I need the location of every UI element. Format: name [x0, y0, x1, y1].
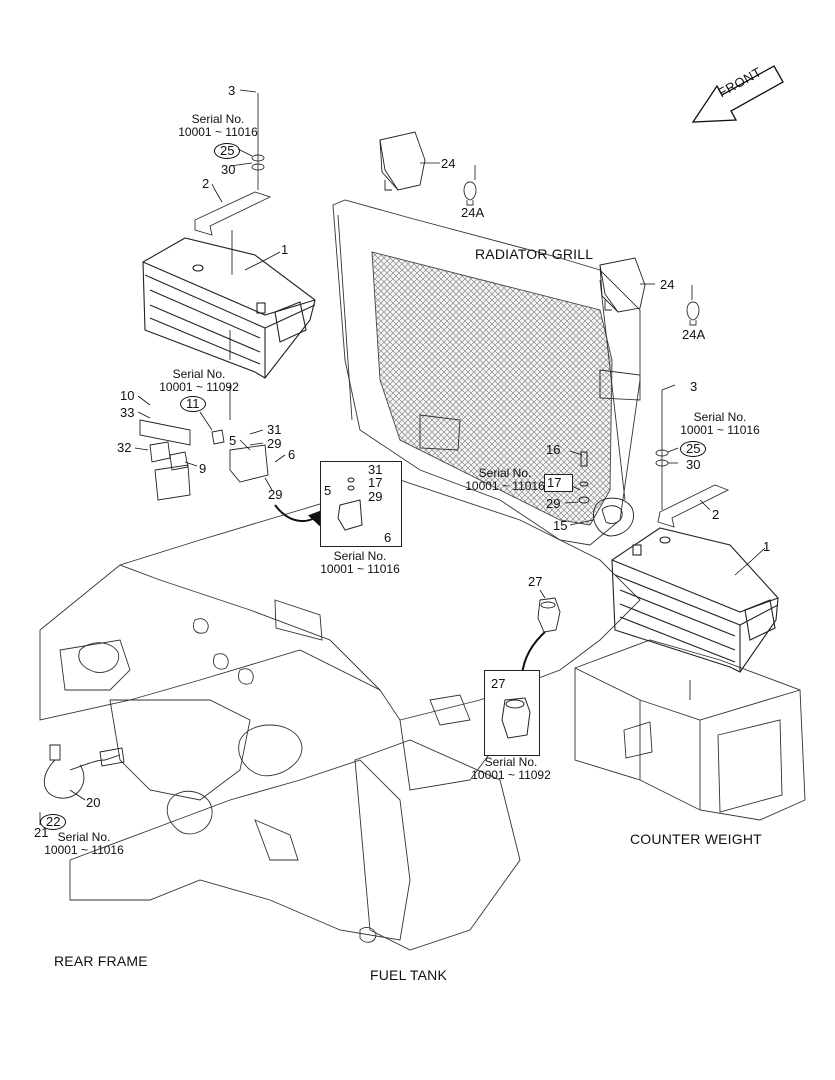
callout-24a-top: 24A: [461, 205, 485, 220]
callout-6-inset: 6: [384, 530, 392, 545]
serial-prefix: Serial No.: [172, 367, 226, 381]
callout-24-top: 24: [441, 156, 456, 171]
callout-21: 21: [34, 825, 49, 840]
relay-cluster: [139, 419, 269, 501]
callout-30-left: 30: [221, 162, 236, 177]
callout-32: 32: [117, 440, 132, 455]
callout-29-b: 29: [268, 487, 283, 502]
callout-29-a: 29: [267, 436, 282, 451]
switch-27: [537, 597, 561, 633]
serial-range: 10001 ~ 11016: [178, 125, 258, 139]
serial-range: 10001 ~ 11016: [320, 562, 400, 576]
callout-22: 22: [40, 814, 67, 830]
work-lamp-top: [379, 131, 426, 191]
serial-prefix: Serial No.: [478, 466, 532, 480]
area-label-counter-weight: COUNTER WEIGHT: [630, 831, 762, 847]
serial-note-3-left: Serial No. 10001 ~ 11016: [168, 113, 268, 139]
callout-11: 11: [180, 396, 206, 412]
harness-20: [43, 744, 125, 799]
callout-1-right: 1: [763, 539, 771, 554]
callout-24a-right: 24A: [682, 327, 706, 342]
callout-5: 5: [229, 433, 237, 448]
callout-33: 33: [120, 405, 135, 420]
serial-note-22: Serial No. 10001 ~ 11016: [34, 831, 134, 857]
serial-note-3-right: Serial No. 10001 ~ 11016: [670, 411, 770, 437]
area-label-fuel-tank: FUEL TANK: [370, 967, 448, 983]
bracket-left: [194, 93, 272, 236]
area-label-radiator-grill: RADIATOR GRILL: [475, 246, 594, 262]
callout-20: 20: [86, 795, 101, 810]
callout-27-inset: 27: [491, 676, 506, 691]
serial-range: 10001 ~ 11092: [471, 768, 551, 782]
serial-range: 10001 ~ 11092: [159, 380, 239, 394]
callout-25-right: 25: [680, 441, 707, 457]
serial-note-relay: Serial No. 10001 ~ 11016: [312, 550, 408, 576]
callout-31-inset: 31: [368, 462, 383, 477]
bulb-top: [463, 181, 477, 206]
callout-17-inset: 17: [368, 475, 383, 490]
callout-3-right: 3: [690, 379, 698, 394]
counter-weight: [574, 639, 806, 821]
serial-note-16: Serial No. 10001 ~ 11016: [455, 467, 555, 493]
work-lamp-right: [599, 257, 646, 313]
serial-range: 10001 ~ 11016: [44, 843, 124, 857]
serial-prefix: Serial No.: [191, 112, 245, 126]
serial-note-11: Serial No. 10001 ~ 11092: [144, 368, 254, 394]
callout-31: 31: [267, 422, 282, 437]
area-label-rear-frame: REAR FRAME: [54, 953, 148, 969]
serial-prefix: Serial No.: [333, 549, 387, 563]
inset-relay-5: [320, 461, 402, 547]
inset-switch-27: [484, 670, 540, 756]
horn: [593, 497, 634, 537]
inset-fuse-17: [544, 474, 573, 492]
callout-2-right: 2: [712, 507, 720, 522]
callout-24-right: 24: [660, 277, 675, 292]
callout-6: 6: [288, 447, 296, 462]
callout-1-left: 1: [281, 242, 289, 257]
serial-prefix: Serial No.: [693, 410, 747, 424]
serial-range: 10001 ~ 11016: [465, 479, 545, 493]
callout-16: 16: [546, 442, 561, 457]
callout-29-right: 29: [546, 496, 561, 511]
callout-9: 9: [199, 461, 207, 476]
callout-2-left: 2: [202, 176, 210, 191]
callout-10: 10: [120, 388, 135, 403]
rear-frame: [39, 479, 641, 951]
callout-29-inset: 29: [368, 489, 383, 504]
callout-30-right: 30: [686, 457, 701, 472]
battery-right: [611, 527, 779, 673]
battery-left: [142, 237, 316, 379]
callout-25-left: 25: [214, 143, 241, 159]
serial-range: 10001 ~ 11016: [680, 423, 760, 437]
bulb-right: [686, 301, 700, 326]
serial-prefix: Serial No.: [57, 830, 111, 844]
callout-17-right: 17: [547, 475, 562, 490]
front-arrow: [691, 65, 784, 123]
serial-note-27: Serial No. 10001 ~ 11092: [461, 756, 561, 782]
callout-3-left: 3: [228, 83, 236, 98]
callout-15: 15: [553, 518, 568, 533]
radiator-grill: [332, 199, 641, 546]
callout-27: 27: [528, 574, 543, 589]
callout-5-inset: 5: [324, 483, 332, 498]
serial-prefix: Serial No.: [484, 755, 538, 769]
